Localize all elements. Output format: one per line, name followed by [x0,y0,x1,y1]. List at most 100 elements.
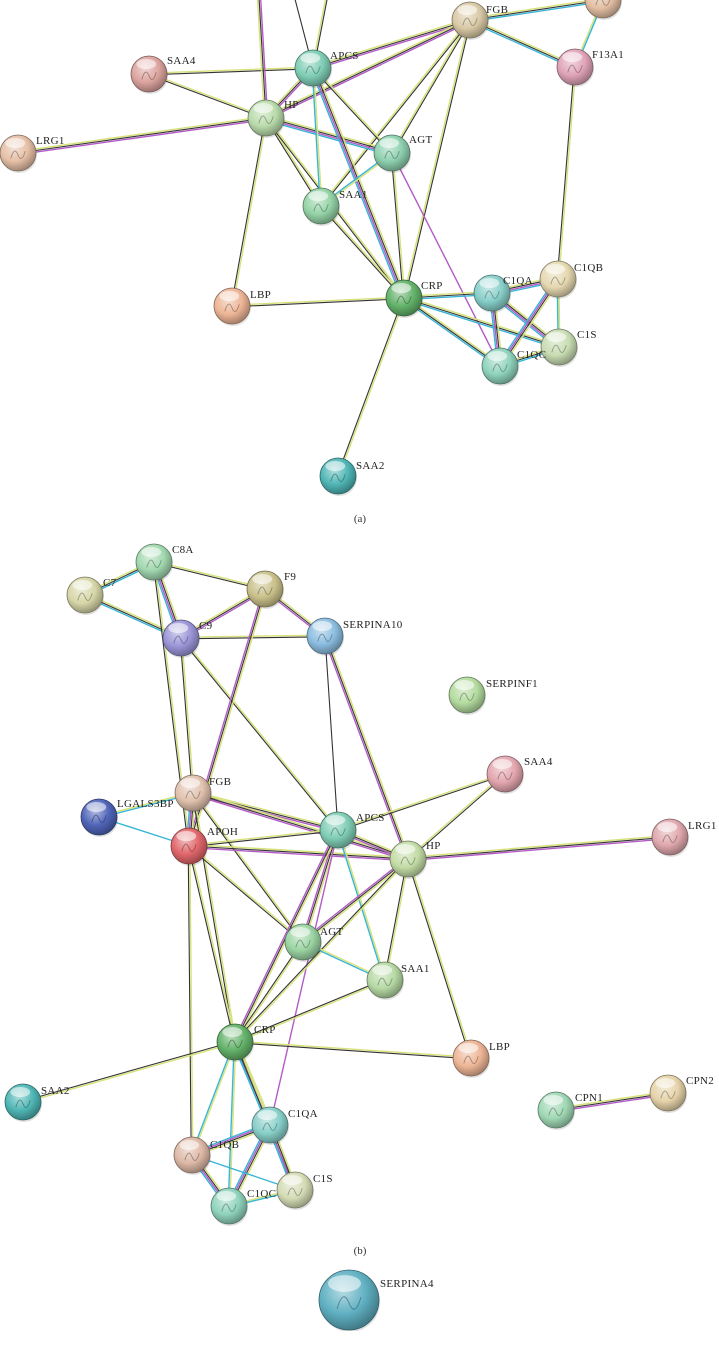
protein-node-apcs[interactable]: APCS [319,811,385,850]
protein-node-agt[interactable]: AGT [373,134,433,173]
protein-node-lrg1[interactable]: LRG1 [651,818,717,857]
interaction-edge [558,66,577,280]
protein-label: C1QC [517,349,546,361]
protein-node-serpinf1[interactable]: SERPINF1 [448,676,538,715]
protein-node-f13a1[interactable]: F13A1 [556,48,624,87]
protein-label: AGT [320,926,344,938]
interaction-edge [407,834,671,859]
protein-label: C8A [172,544,194,556]
node-highlight [300,53,321,64]
protein-node-c1qc[interactable]: C1QC [210,1187,276,1226]
protein-structure-icon [257,586,273,595]
interaction-edge [301,857,408,942]
protein-label: CRP [421,280,443,292]
node-highlight [252,574,273,585]
protein-label: SAA4 [167,55,196,67]
protein-structure-icon [77,592,93,601]
interaction-edge [403,295,561,347]
protein-label: SAA2 [41,1085,70,1097]
protein-node-c1qc[interactable]: C1QC [481,347,546,386]
node-highlight [179,1140,200,1151]
protein-node-c8a[interactable]: C8A [135,543,194,582]
protein-structure-icon [330,827,346,836]
protein-label: F9 [284,571,296,583]
protein-node-c1qb[interactable]: C1QB [173,1136,239,1175]
protein-node-apcs[interactable]: APCS [294,49,359,88]
interaction-edge [234,980,387,1044]
protein-node-c1qa[interactable]: C1QA [473,274,533,313]
protein-node-topr[interactable] [584,0,622,20]
node-highlight [325,461,346,472]
protein-node-c1s[interactable]: C1S [540,328,597,367]
node-highlight [325,815,346,826]
node-highlight [176,831,197,842]
protein-label: LBP [250,289,271,301]
protein-node-c9[interactable]: C9 [162,619,213,658]
protein-node-c1qb[interactable]: C1QB [539,260,603,299]
interaction-edge [312,19,471,69]
interaction-edge [469,0,597,20]
interaction-edge [402,19,470,299]
protein-node-c1s[interactable]: C1S [276,1171,333,1210]
interaction-edge [407,836,671,860]
protein-structure-icon [336,1296,362,1310]
protein-node-crp[interactable]: CRP [385,279,443,318]
protein-node-lbp[interactable]: LBP [452,1039,510,1078]
interaction-edge [148,66,314,74]
protein-node-cpn2[interactable]: CPN2 [649,1074,714,1113]
protein-node-saa4[interactable]: SAA4 [486,755,553,794]
protein-node-hp[interactable]: HP [389,840,441,879]
interaction-edge [406,858,471,1059]
interaction-edge [321,19,472,208]
protein-node-saa2[interactable]: SAA2 [319,457,385,496]
protein-structure-icon [317,633,333,642]
protein-node-c1qa[interactable]: C1QA [251,1106,318,1145]
node-highlight [312,621,333,632]
protein-node-lrg1[interactable]: LRG1 [0,134,65,173]
node-highlight [257,1110,278,1121]
protein-structure-icon [662,834,678,843]
protein-node-cpn1[interactable]: CPN1 [537,1091,603,1130]
protein-node-lbp[interactable]: LBP [213,287,271,326]
protein-node-f9[interactable]: F9 [246,570,296,609]
interaction-edge [188,845,409,860]
protein-structure-icon [91,814,107,823]
interaction-edge [232,828,338,1043]
interaction-edge [469,0,604,23]
interaction-edge [188,843,409,859]
interaction-edge [192,1041,237,1156]
node-highlight [168,623,189,634]
protein-node-hp[interactable]: HP [247,99,299,138]
protein-structure-icon [551,344,567,353]
protein-node-c7[interactable]: C7 [66,576,117,615]
protein-node-saa1[interactable]: SAA1 [366,961,430,1000]
protein-node-saa1[interactable]: SAA1 [302,187,368,226]
protein-node-saa2[interactable]: SAA2 [4,1083,70,1122]
protein-node-serpina4[interactable]: SERPINA4 [318,1269,434,1332]
protein-node-fgb[interactable]: FGB [451,1,508,40]
protein-node-saa4[interactable]: SAA4 [130,55,196,94]
protein-node-apoh[interactable]: APOH [170,826,238,866]
protein-node-agt[interactable]: AGT [284,923,344,962]
protein-node-serpina10[interactable]: SERPINA10 [306,617,403,656]
interaction-edge [383,858,408,981]
protein-node-crp[interactable]: CRP [216,1023,276,1062]
panel-a-caption: (a) [354,513,367,525]
panel-b-caption: (b) [354,1245,367,1257]
interaction-edge [391,152,501,367]
isolated-node-serpina4[interactable]: SERPINA4 [318,1269,434,1332]
interaction-edge [555,1090,669,1110]
protein-label: CPN2 [686,1075,714,1087]
interaction-edge [265,114,394,152]
protein-label: SAA1 [401,963,430,975]
protein-structure-icon [459,692,475,701]
protein-label: APCS [330,50,359,62]
protein-node-lgals3bp[interactable]: LGALS3BP [80,798,174,837]
protein-node-fgb[interactable]: FGB [174,774,231,813]
interaction-edge [319,205,404,300]
protein-label: SERPINF1 [486,678,538,690]
interaction-edge [17,117,267,154]
